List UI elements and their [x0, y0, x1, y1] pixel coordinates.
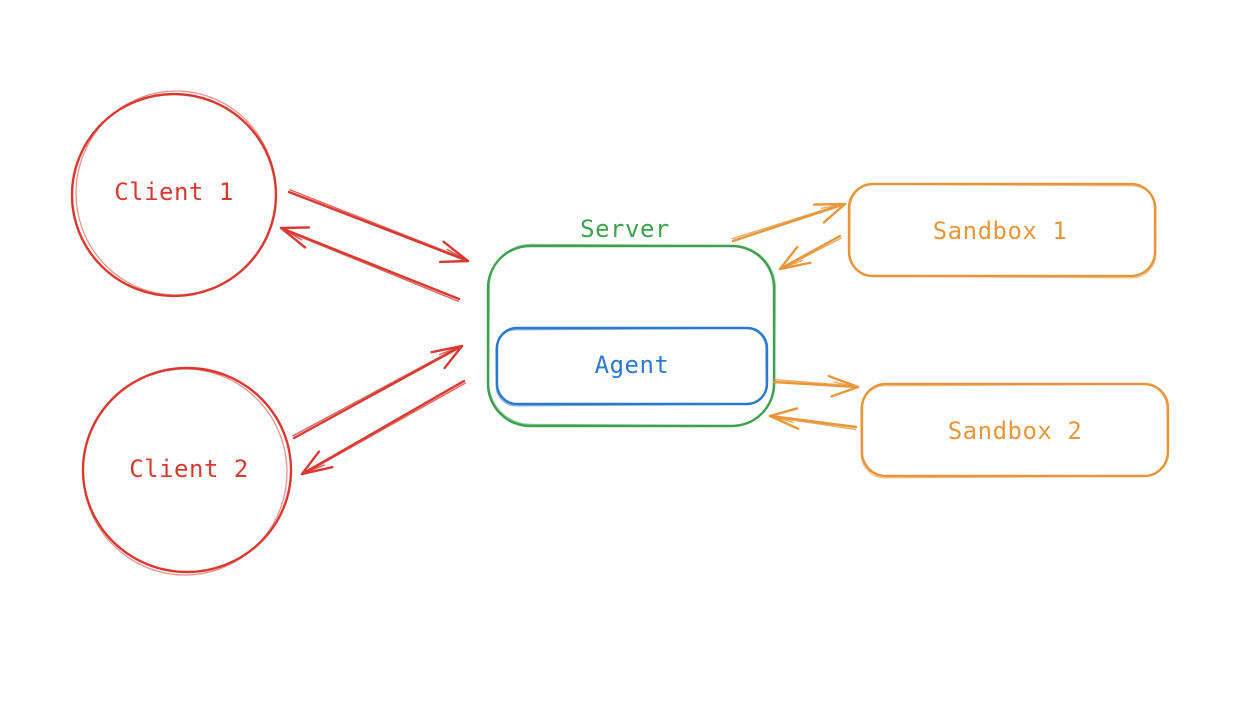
- sandbox2-node: Sandbox 2: [860, 382, 1170, 479]
- sandbox2-label: Sandbox 2: [948, 417, 1083, 445]
- arrow-sandbox2-to-server: [768, 407, 858, 431]
- sandbox2-box: [860, 382, 1170, 478]
- arrow-server-to-sandbox2: [772, 374, 860, 398]
- arrow-server-to-sandbox1: [731, 202, 847, 243]
- arrow-server-to-client2: [300, 379, 466, 476]
- server-box: [486, 244, 776, 428]
- sandbox2-box-sketch: [860, 383, 1168, 479]
- client1-circle-sketch: [75, 90, 277, 296]
- sandbox1-box: [847, 182, 1157, 278]
- client2-circle-sketch: [82, 368, 288, 576]
- sandbox1-box-sketch: [849, 183, 1157, 279]
- server-box-sketch: [488, 243, 776, 427]
- client2-node: Client 2: [81, 366, 293, 576]
- sandbox1-node: Sandbox 1: [847, 182, 1157, 279]
- agent-box: [495, 326, 769, 406]
- sandbox1-label: Sandbox 1: [933, 217, 1068, 245]
- client1-node: Client 1: [70, 90, 278, 298]
- server-node: Server: [486, 215, 776, 428]
- arrow-client1-to-server: [287, 189, 470, 264]
- client2-label: Client 2: [129, 455, 249, 483]
- arrow-client2-to-server: [292, 344, 464, 440]
- agent-label: Agent: [595, 351, 670, 379]
- arrows-layer: [279, 189, 860, 476]
- client1-label: Client 1: [114, 178, 234, 206]
- server-label: Server: [580, 215, 670, 243]
- agent-box-sketch: [495, 327, 767, 407]
- arrow-server-to-client1: [279, 226, 461, 302]
- arrow-sandbox1-to-server: [778, 234, 842, 271]
- agent-node: Agent: [495, 326, 769, 407]
